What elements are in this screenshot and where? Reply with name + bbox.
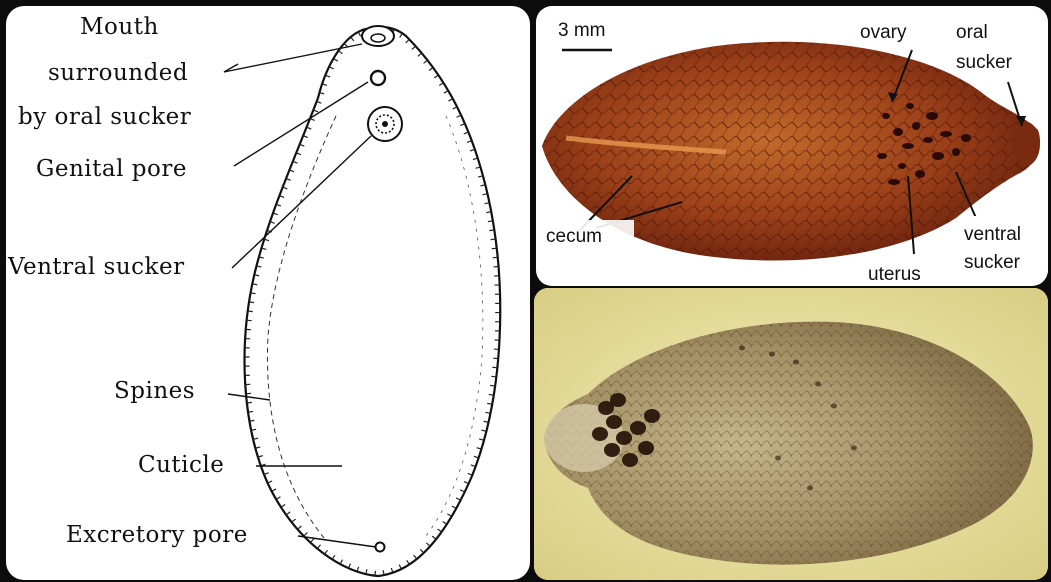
label-cuticle: Cuticle bbox=[138, 452, 224, 478]
label-ventral-sucker-line2: sucker bbox=[964, 252, 1021, 273]
label-oral-sucker-line1: oral bbox=[956, 22, 988, 43]
label-oral-sucker-line2: sucker bbox=[956, 52, 1013, 73]
unstained-specimen-photo-panel bbox=[534, 288, 1048, 580]
label-mouth-line2: surrounded bbox=[48, 60, 188, 86]
unstained-specimen-photo bbox=[534, 288, 1048, 580]
label-uterus: uterus bbox=[868, 264, 921, 285]
fluke-diagram-panel: Mouth surrounded by oral sucker Genital … bbox=[6, 6, 530, 580]
excretory-pore bbox=[376, 543, 385, 552]
stained-specimen-photo: 3 mm ovary oral sucker cecum ventral suc… bbox=[536, 6, 1048, 286]
label-excretory-pore: Excretory pore bbox=[66, 522, 248, 548]
label-mouth-line3: by oral sucker bbox=[18, 104, 191, 130]
scale-bar-label: 3 mm bbox=[558, 20, 606, 41]
label-spines: Spines bbox=[114, 378, 195, 404]
oral-sucker bbox=[362, 26, 394, 46]
genital-pore bbox=[371, 71, 385, 85]
label-ventral-sucker-line1: ventral bbox=[964, 224, 1021, 245]
label-ovary: ovary bbox=[860, 22, 907, 43]
fluke-body-outline bbox=[245, 27, 501, 576]
label-ventral-sucker: Ventral sucker bbox=[7, 254, 185, 280]
oral-sucker-tip bbox=[1012, 122, 1040, 166]
stained-specimen-photo-panel: 3 mm ovary oral sucker cecum ventral suc… bbox=[536, 6, 1048, 286]
label-genital-pore: Genital pore bbox=[36, 156, 187, 182]
anterior-pale-region bbox=[544, 404, 624, 472]
label-cecum: cecum bbox=[546, 226, 602, 247]
label-mouth-line1: Mouth bbox=[80, 14, 159, 40]
fluke-diagram: Mouth surrounded by oral sucker Genital … bbox=[6, 6, 530, 580]
